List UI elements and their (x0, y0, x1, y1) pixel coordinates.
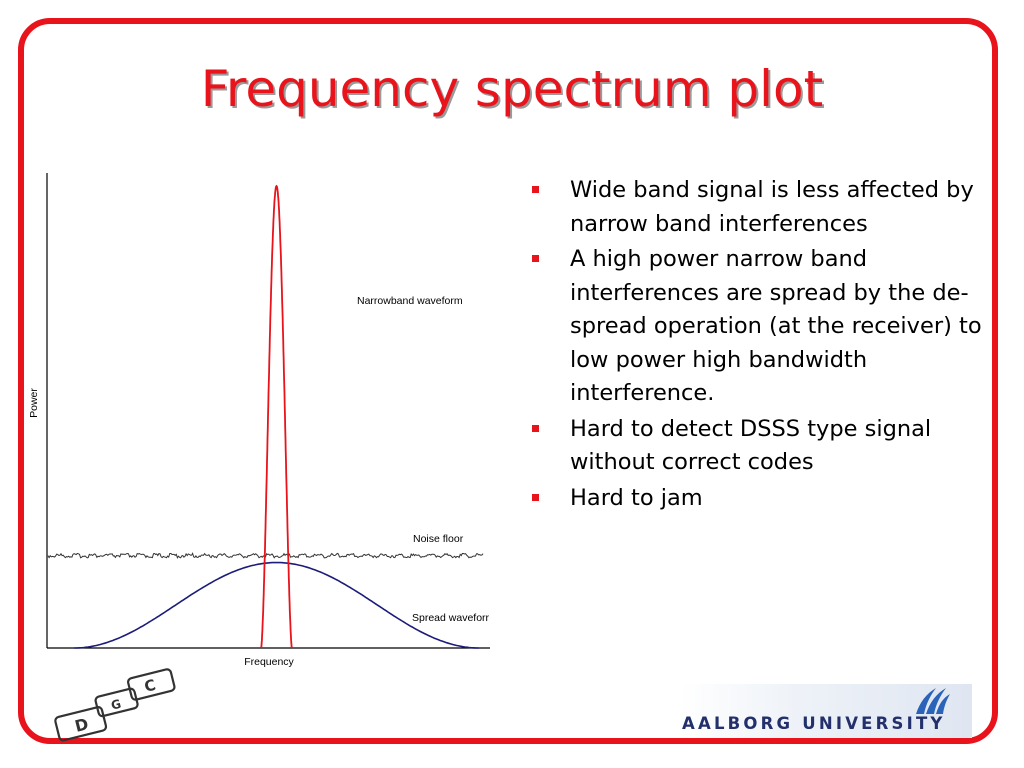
x-axis-label: Frequency (244, 656, 294, 668)
y-axis-label: Power (28, 388, 40, 418)
series-narrowband-waveform (260, 184, 293, 649)
bullet-item: Hard to jam (532, 482, 992, 516)
aau-waves-icon (916, 688, 950, 714)
bullet-square-icon (532, 255, 539, 262)
bullet-text: Wide band signal is less affected by nar… (570, 177, 974, 237)
bullet-item: Hard to detect DSSS type signal without … (532, 413, 992, 480)
bullet-text: A high power narrow band interferences a… (570, 246, 982, 406)
bullet-list: Wide band signal is less affected by nar… (532, 174, 992, 517)
dgc-letter-g: G (110, 697, 123, 713)
slide-frame (18, 18, 998, 744)
aalborg-university-logo: AALBORG UNIVERSITY (680, 684, 972, 738)
dgc-letter-d: D (73, 714, 90, 736)
bullet-square-icon (532, 186, 539, 193)
bullet-item: A high power narrow band interferences a… (532, 243, 992, 411)
dgc-letter-c: C (143, 676, 158, 696)
aau-wordmark: AALBORG UNIVERSITY (682, 714, 946, 733)
series-spread-waveform (74, 561, 479, 649)
slide-title: Frequency spectrum plot (200, 60, 824, 118)
bullet-text: Hard to jam (570, 484, 703, 511)
label-noise-floor: Noise floor (413, 533, 464, 545)
aau-word-university: UNIVERSITY (802, 714, 946, 733)
aau-word-aalborg: AALBORG (682, 714, 794, 733)
spectrum-chart: Power Frequency Narrowband waveform Nois… (28, 173, 490, 668)
label-spread-waveform: Spread waveforr (412, 612, 490, 624)
label-narrowband-waveform: Narrowband waveform (357, 295, 463, 307)
bullet-text: Hard to detect DSSS type signal without … (570, 415, 932, 476)
bullet-item: Wide band signal is less affected by nar… (532, 174, 992, 241)
bullet-square-icon (532, 493, 539, 501)
bullet-square-icon (532, 424, 539, 432)
dgc-logo: D G C (54, 668, 176, 742)
